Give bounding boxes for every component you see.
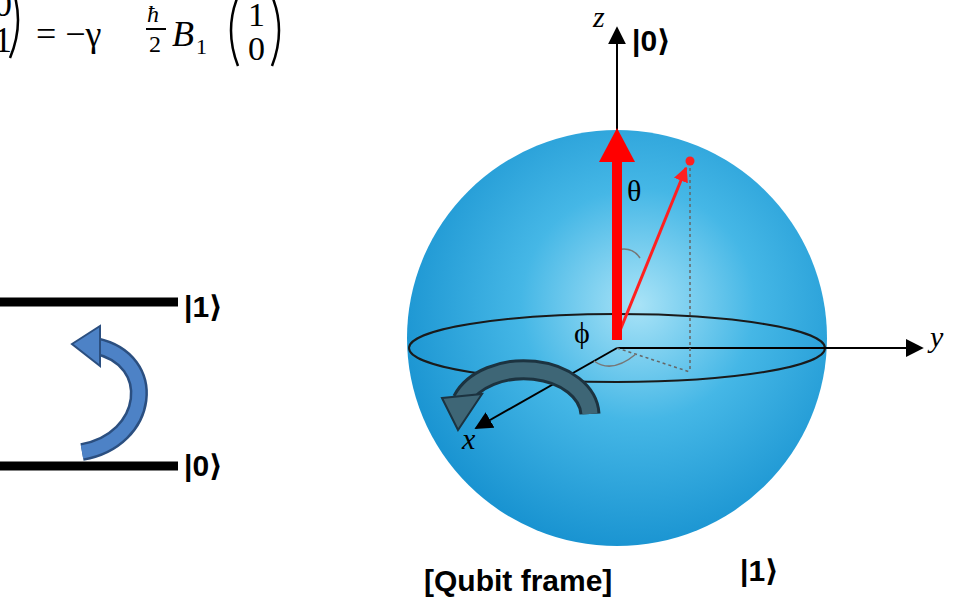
hbar: ħ [147, 2, 159, 26]
state-label: |0⟩ [184, 451, 223, 481]
subscript: 1 [196, 36, 207, 58]
vector-entry: 0 [0, 0, 12, 22]
rotation-arrow [462, 370, 590, 414]
frame-caption: [Qubit frame] [424, 566, 612, 596]
fraction-denominator: 2 [149, 32, 161, 56]
axis-label: x [462, 424, 475, 454]
vector-bracket [231, 0, 238, 66]
state-label: |1⟩ [740, 556, 779, 586]
vector-bracket [272, 0, 279, 66]
y-axis [617, 347, 922, 349]
spin-arrowhead [599, 128, 635, 162]
equation-term: = −γ [36, 16, 102, 52]
transition-arrowhead [72, 326, 100, 366]
x-axis [476, 348, 617, 428]
field-symbol: B [172, 16, 194, 52]
axis-label: y [930, 322, 943, 352]
projection-line [689, 162, 691, 372]
phi-arc [594, 354, 636, 366]
state-label: |1⟩ [184, 292, 223, 322]
vector-entry: 0 [248, 32, 265, 66]
spin-vector [612, 160, 622, 340]
transition-arrow [82, 346, 139, 452]
angle-label: θ [627, 176, 641, 206]
axis-label: z [593, 2, 605, 32]
energy-level [0, 462, 178, 471]
energy-level [0, 298, 178, 307]
fraction-bar [146, 28, 166, 30]
bloch-sphere [407, 130, 827, 546]
angle-label: ϕ [574, 318, 590, 348]
rotation-arrow [462, 370, 590, 414]
vector-entry: 1 [0, 22, 12, 58]
state-label: |0⟩ [632, 26, 671, 56]
state-point [686, 157, 695, 166]
vector-entry: 1 [248, 0, 265, 32]
state-vector [617, 168, 686, 338]
transition-arrow [82, 346, 139, 452]
